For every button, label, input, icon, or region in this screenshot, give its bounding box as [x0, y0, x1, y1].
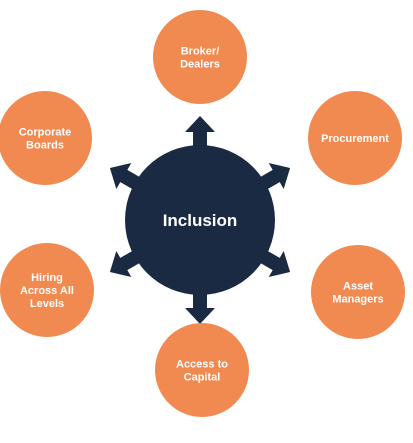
node-circle-hiring-across-all-levels	[0, 243, 94, 337]
node-label-hiring-across-all-levels: Levels	[30, 298, 64, 310]
node-label-hiring-across-all-levels: Hiring	[31, 272, 63, 284]
node-circle-broker-dealers	[153, 10, 247, 104]
node-circle-access-to-capital	[155, 323, 249, 417]
node-label-access-to-capital: Access to	[176, 359, 228, 371]
hub-layer: Inclusion	[125, 145, 275, 295]
node-label-asset-managers: Managers	[332, 294, 383, 306]
node-circle-asset-managers	[311, 245, 405, 339]
node-label-hiring-across-all-levels: Across All	[20, 285, 74, 297]
hub-circle	[125, 145, 275, 295]
nodes-layer: Broker/DealersProcurementAssetManagersAc…	[0, 10, 405, 417]
node-circle-corporate-boards	[0, 91, 92, 185]
node-circle-procurement	[308, 91, 402, 185]
node-label-asset-managers: Asset	[343, 281, 373, 293]
node-label-broker-dealers: Dealers	[180, 59, 220, 71]
arrow-to-access-to-capital	[185, 290, 215, 324]
node-label-corporate-boards: Boards	[26, 140, 64, 152]
node-label-broker-dealers: Broker/	[181, 46, 220, 58]
node-label-corporate-boards: Corporate	[19, 127, 72, 139]
hub-label: Inclusion	[163, 211, 238, 230]
node-procurement: Procurement	[308, 91, 402, 185]
node-label-access-to-capital: Capital	[184, 372, 221, 384]
node-label-procurement: Procurement	[321, 133, 389, 145]
arrow-to-broker-dealers	[185, 116, 215, 150]
node-broker-dealers: Broker/Dealers	[153, 10, 247, 104]
